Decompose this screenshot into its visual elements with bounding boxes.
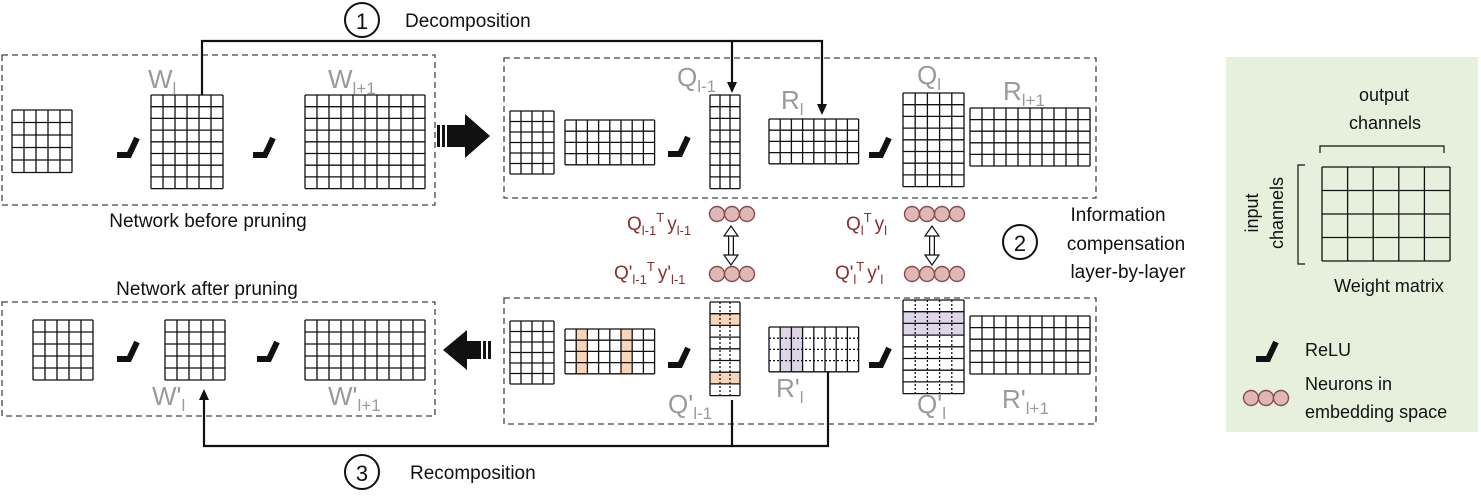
legend-relu-label: ReLU: [1305, 340, 1351, 360]
matrix-r-prime-next: [969, 315, 1091, 375]
input-brace: [1297, 164, 1305, 265]
legend-panel: [1226, 57, 1478, 432]
step-3-marker: 3: [344, 454, 380, 490]
before-pruning-box: [1, 54, 436, 206]
legend-input-label-1: input: [1242, 193, 1262, 232]
matrix-layer: [11, 92, 1451, 407]
label-r-prime-next: R'l+1: [1002, 384, 1049, 418]
step-2-number: 2: [1014, 231, 1026, 256]
step-3-number: 3: [356, 461, 368, 486]
matrix-q-prime-l: [902, 299, 965, 395]
step-2-marker: 2: [1002, 224, 1038, 260]
matrix-w-l1: [304, 94, 426, 190]
compensation-label-line-1: Information: [1070, 205, 1165, 226]
compensation-label-line-3: layer-by-layer: [1070, 262, 1186, 283]
decomposed-box: [503, 57, 1097, 199]
matrix-r-next: [969, 107, 1091, 167]
neuron-circles-icon: [903, 265, 966, 283]
matrix-input-decomposed: [509, 110, 555, 175]
matrix-input-pruned: [32, 319, 94, 381]
matrix-q-prev: [709, 94, 741, 190]
double-arrow-icon: [923, 224, 941, 267]
double-arrow-icon: [722, 224, 740, 267]
relu-icon: [1256, 340, 1279, 362]
step-1-number: 1: [356, 9, 368, 34]
label-r-prime-l: R'l: [776, 373, 804, 407]
relu-icon: [257, 340, 280, 362]
label-q-prime-prev: Q'l-1: [668, 389, 712, 423]
matrix-r-l: [768, 118, 860, 165]
matrix-q-prev-left: [564, 119, 656, 166]
matrix-q-prime-prev-left: [564, 328, 656, 375]
step-1-marker: 1: [344, 2, 380, 38]
matrix-input-pruned-decomposed: [509, 320, 555, 385]
recomposition-label: Recomposition: [410, 463, 536, 484]
matrix-q-l: [902, 92, 965, 188]
legend-input-label-2: channels: [1267, 177, 1287, 249]
matrix-q-prime-prev: [709, 301, 741, 397]
label-w-l: Wl: [148, 64, 176, 98]
compensation-label-line-2: compensation: [1067, 234, 1185, 255]
label-r-l: Rl: [781, 85, 804, 119]
neuron-circles-icon: [708, 205, 756, 223]
recomposition-arrows: [199, 372, 830, 448]
before-caption: Network before pruning: [109, 211, 307, 232]
neuron-circles-icon: [708, 265, 756, 283]
matrix-input: [11, 109, 73, 174]
legend-weight-matrix-label: Weight matrix: [1334, 276, 1444, 296]
decomposition-label: Decomposition: [405, 11, 531, 32]
label-r-next: Rl+1: [1003, 76, 1045, 110]
relu-icon: [869, 136, 892, 158]
thick-left-arrow-icon: [443, 330, 491, 370]
matrix-w-l: [150, 94, 224, 190]
neuron-circles-icon: [903, 205, 966, 223]
after-pruning-box: [1, 301, 436, 417]
after-caption: Network after pruning: [116, 279, 298, 300]
label-q-l: Ql: [917, 60, 941, 94]
relu-icon: [869, 346, 892, 368]
matrix-w-prime-l: [164, 319, 226, 381]
relu-icon: [117, 340, 140, 362]
relu-icon: [668, 346, 691, 368]
matrix-r-prime-l: [768, 326, 860, 373]
legend-output-label-1: output: [1359, 85, 1409, 105]
matrix-w-prime-l1: [304, 319, 426, 381]
label-w-l1: Wl+1: [328, 64, 376, 98]
decomposition-arrows: [200, 39, 827, 115]
output-brace: [1319, 145, 1445, 153]
legend-neurons-label-2: embedding space: [1305, 402, 1447, 422]
legend-weight-matrix-icon: [1321, 166, 1451, 262]
label-w-prime-l: W'l: [152, 381, 185, 415]
legend-output-label-2: channels: [1349, 113, 1421, 133]
relu-icon: [253, 136, 276, 158]
thick-right-arrow-icon: [437, 114, 490, 158]
label-w-prime-l1: W'l+1: [328, 381, 381, 415]
legend-neurons-label-1: Neurons in: [1305, 374, 1392, 394]
relu-icon: [117, 136, 140, 158]
pruned-decomposed-box: [503, 297, 1097, 425]
relu-icon: [668, 135, 691, 157]
neuron-circles-icon: [1242, 389, 1290, 407]
label-q-prev: Ql-1: [677, 62, 716, 96]
